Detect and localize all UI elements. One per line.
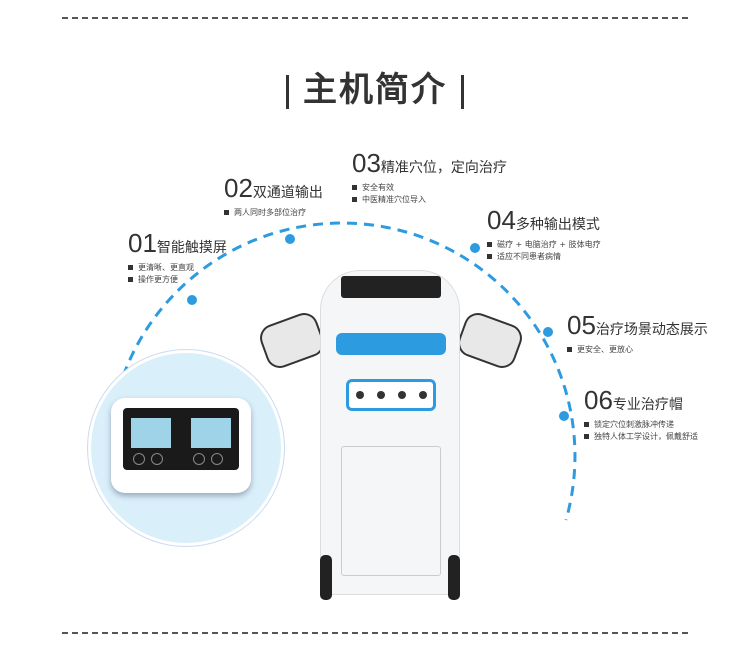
wheel [448,555,460,600]
output-panel [346,379,436,411]
touch-screen [123,408,239,470]
feature-06: 06专业治疗帽 锁定穴位刺激脉冲传递独特人体工学设计，佩戴舒适 [584,385,698,441]
top-divider [62,17,688,19]
bottom-divider [62,632,688,634]
arc-dot [285,234,295,244]
feature-03: 03精准穴位，定向治疗 安全有效中医精准穴位导入 [352,148,507,204]
title-text: 主机简介 [303,70,447,110]
arc-dot [543,327,553,337]
cabinet-door [341,446,441,576]
device-handle [336,333,446,355]
wheel [320,555,332,600]
device-display [341,276,441,298]
host-unit [111,398,251,493]
feature-01: 01智能触摸屏 更清晰、更直观操作更方便 [128,228,227,284]
arc-dot [470,243,480,253]
device-cart [320,270,460,595]
feature-05: 05治疗场景动态展示 更安全、更放心 [567,310,708,354]
feature-04: 04多种输出模式 磁疗 + 电脑治疗 + 肢体电疗适应不同患者病情 [487,205,601,261]
arc-dot [187,295,197,305]
feature-02: 02双通道输出 两人同时多部位治疗 [224,173,323,217]
touchscreen-closeup [88,350,284,546]
arc-dot [559,411,569,421]
section-title: 主机简介 [0,62,750,111]
